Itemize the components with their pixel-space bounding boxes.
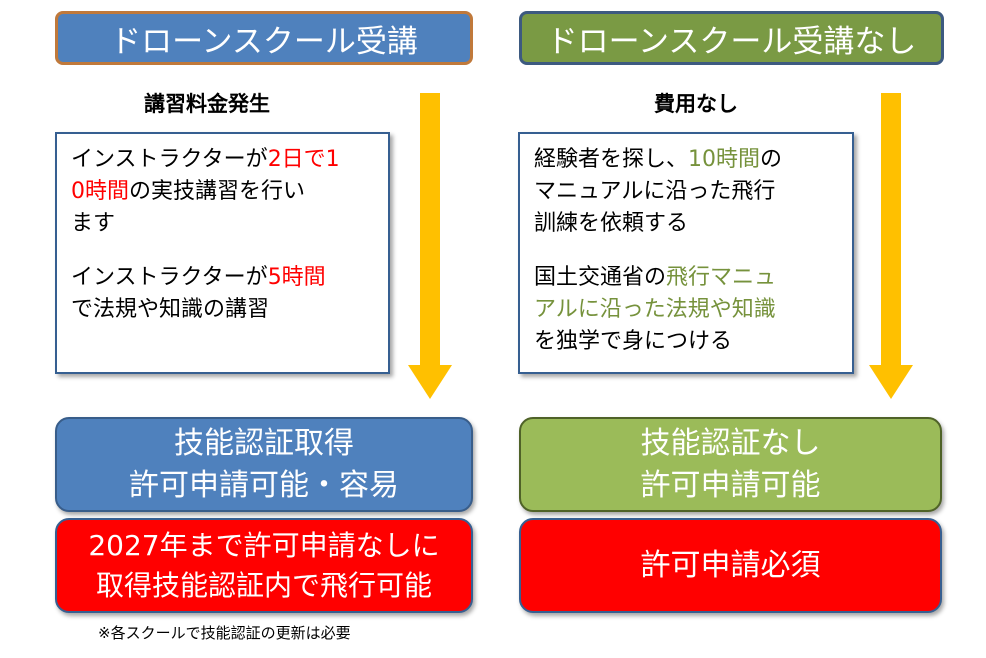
result-certified: 技能認証取得 許可申請可能・容易 <box>55 417 473 512</box>
result-no-permit-needed: 2027年まで許可申請なしに 取得技能認証内で飛行可能 <box>55 518 473 613</box>
header-no-school: ドローンスクール受講なし <box>519 11 944 65</box>
result-certified-line2: 許可申請可能・容易 <box>129 467 399 503</box>
result-not-certified-line2: 許可申請可能 <box>640 467 821 503</box>
subtitle-fee: 講習料金発生 <box>144 92 270 116</box>
result-not-certified-line1: 技能認証なし <box>640 425 821 461</box>
result-certified-line1: 技能認証取得 <box>174 425 354 461</box>
text-run: 経験者を探し、 <box>534 147 689 172</box>
down-arrow-right-icon <box>869 93 913 399</box>
result-not-certified: 技能認証なし 許可申請可能 <box>519 417 942 512</box>
card-self-study-details: 経験者を探し、10時間の マニュアルに沿った飛行 訓練を依頼する 国土交通省の飛… <box>518 132 854 374</box>
text-run: インストラクターが <box>71 147 268 172</box>
result-permit-required: 許可申請必須 <box>519 518 942 613</box>
text-run: 5時間 <box>267 265 326 290</box>
text-run: インストラクターが <box>71 265 268 290</box>
school-practical-text: インストラクターが2日で1 0時間の実技講習を行い ます <box>71 144 374 240</box>
text-run: 10時間 <box>688 147 761 172</box>
result-no-permit-line1: 2027年まで許可申請なしに <box>88 528 440 562</box>
self-training-text: 経験者を探し、10時間の マニュアルに沿った飛行 訓練を依頼する <box>534 144 838 240</box>
text-run: で法規や知識の講習 <box>71 297 270 322</box>
text-run: 飛行マニュ アルに沿った法規や知識 <box>534 265 777 322</box>
self-study-text: 国土交通省の飛行マニュ アルに沿った法規や知識 を独学で身につける <box>534 262 838 358</box>
footnote: ※各スクールで技能認証の更新は必要 <box>98 624 351 642</box>
result-permit-required-text: 許可申請必須 <box>640 547 821 583</box>
text-run: 2日で1 0時間 <box>71 147 340 204</box>
subtitle-no-cost: 費用なし <box>654 92 738 116</box>
result-no-permit-line2: 取得技能認証内で飛行可能 <box>95 568 432 602</box>
text-run: 国土交通省の <box>534 265 667 290</box>
down-arrow-left-icon <box>408 93 452 399</box>
school-lecture-text: インストラクターが5時間 で法規や知識の講習 <box>71 262 374 326</box>
header-school: ドローンスクール受講 <box>55 11 473 65</box>
text-run: を独学で身につける <box>534 329 733 354</box>
text-run: の マニュアルに沿った飛行 訓練を依頼する <box>534 147 783 236</box>
card-school-details: インストラクターが2日で1 0時間の実技講習を行い ます インストラクターが5時… <box>55 132 390 374</box>
text-run: の実技講習を行い ます <box>71 179 306 236</box>
